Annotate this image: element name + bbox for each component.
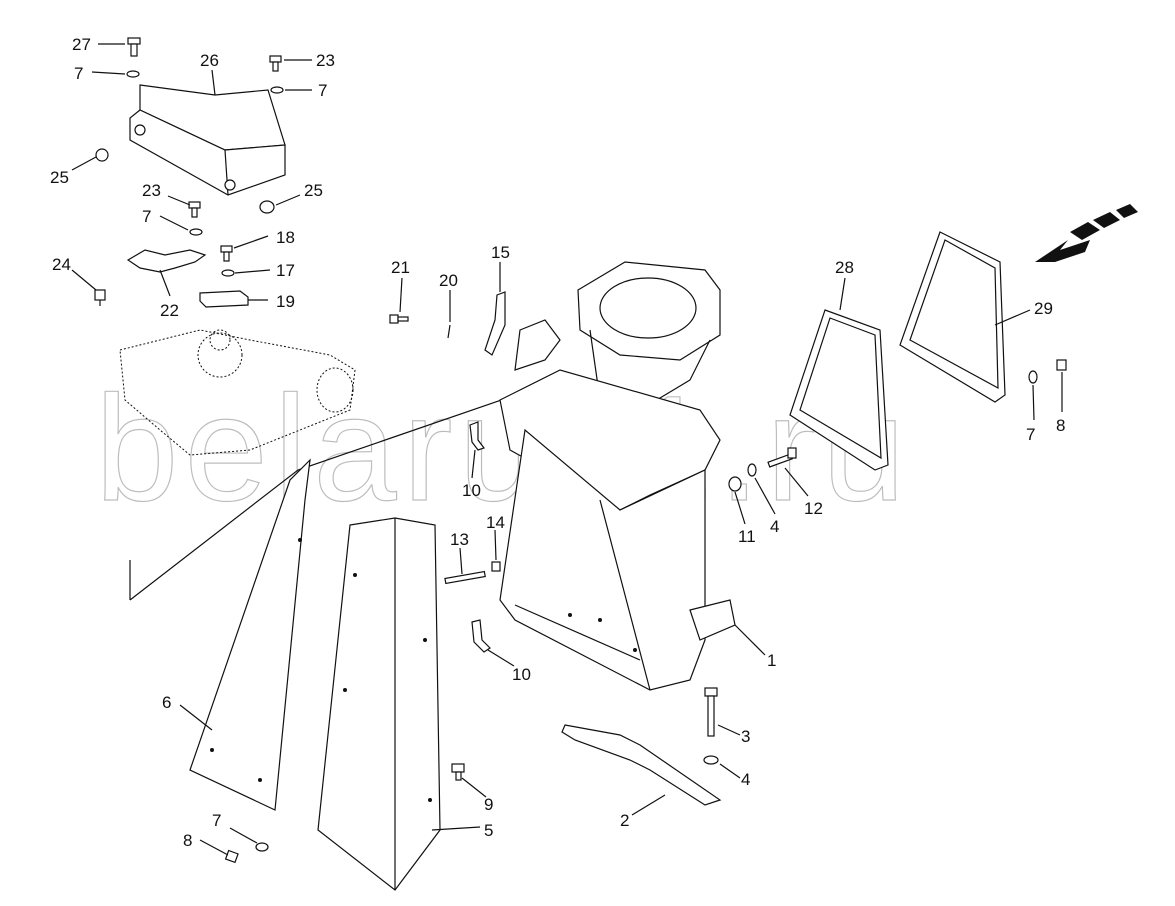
callout-20: 20: [439, 271, 458, 290]
callout-8: 8: [183, 831, 192, 850]
callout-14: 14: [486, 513, 505, 532]
callout-24: 24: [52, 255, 71, 274]
callout-23: 23: [142, 181, 161, 200]
panel-5: [317, 517, 441, 891]
seal-28: [789, 309, 889, 471]
grommet-25-right: [259, 200, 275, 214]
callout-19: 19: [276, 292, 295, 311]
callout-6: 6: [162, 693, 171, 712]
bolt-27: [127, 37, 141, 57]
callout-25: 25: [50, 168, 69, 187]
callout-28: 28: [835, 258, 854, 277]
callout-4: 4: [741, 770, 750, 789]
callout-3: 3: [741, 727, 750, 746]
nut-8-bottom: [224, 849, 239, 864]
callout-7: 7: [318, 81, 327, 100]
callout-5: 5: [484, 821, 493, 840]
callout-10: 10: [462, 481, 481, 500]
callout-7: 7: [212, 811, 221, 830]
washer-7-right: [270, 86, 284, 94]
callout-17: 17: [276, 261, 295, 280]
washer-4-lower: [703, 755, 719, 765]
strip-2: [561, 724, 722, 806]
callout-9: 9: [484, 795, 493, 814]
washer-17: [221, 269, 235, 277]
callout-2: 2: [620, 811, 629, 830]
callout-27: 27: [72, 35, 91, 54]
callout-23: 23: [316, 51, 335, 70]
callout-8: 8: [1056, 416, 1065, 435]
washer-7-top: [126, 70, 140, 78]
grommet-25-left: [95, 148, 109, 162]
sensor-24: [94, 289, 106, 306]
nut-8-right: [1056, 359, 1067, 371]
callout-11: 11: [738, 527, 756, 546]
callout-10: 10: [512, 665, 531, 684]
callout-21: 21: [391, 258, 410, 277]
panel-6: [189, 458, 311, 811]
callout-18: 18: [276, 228, 295, 247]
bolt-12: [767, 447, 797, 468]
callout-1: 1: [767, 651, 776, 670]
callout-13: 13: [450, 530, 469, 549]
plate-15: [484, 291, 506, 356]
watermark-text: belarus1.ru: [95, 364, 911, 532]
bolt-18: [220, 245, 233, 262]
callout-7: 7: [1026, 425, 1035, 444]
bolt-9: [451, 763, 465, 781]
callout-29: 29: [1034, 299, 1053, 318]
callout-22: 22: [160, 301, 179, 320]
washer-4-upper: [747, 463, 757, 477]
block-19: [199, 290, 249, 308]
seal-29: [899, 231, 1006, 403]
clip-10-upper: [469, 421, 485, 451]
nut-14: [491, 561, 501, 572]
bolt-13: [444, 570, 486, 585]
callout-12: 12: [804, 499, 823, 518]
callout-15: 15: [491, 243, 510, 262]
washer-7-bottom: [255, 842, 269, 852]
washer-7-mid: [189, 228, 203, 236]
direction-arrow-icon: [1035, 204, 1138, 262]
cover-part-26: [129, 84, 286, 196]
washer-11: [728, 476, 742, 492]
gearbox-reference: [119, 329, 546, 601]
callout-labels: 27 7 26 23 7 25 23 25 7 18 24 17 22 19 2…: [50, 35, 1065, 850]
bolt-21: [389, 314, 409, 324]
clip-10-lower: [471, 619, 491, 653]
pin-20: [447, 324, 451, 339]
callout-7: 7: [142, 207, 151, 226]
bolt-23-top: [269, 55, 282, 72]
callout-7: 7: [74, 64, 83, 83]
bolt-3: [704, 687, 718, 737]
washer-7-right-side: [1028, 370, 1038, 384]
bracket-22: [126, 249, 207, 273]
callout-25: 25: [304, 181, 323, 200]
leader-lines: [71, 43, 1063, 856]
callout-26: 26: [200, 51, 219, 70]
bolt-23-mid: [188, 201, 201, 218]
frame-part-1: [499, 261, 736, 691]
callout-4: 4: [770, 517, 779, 536]
